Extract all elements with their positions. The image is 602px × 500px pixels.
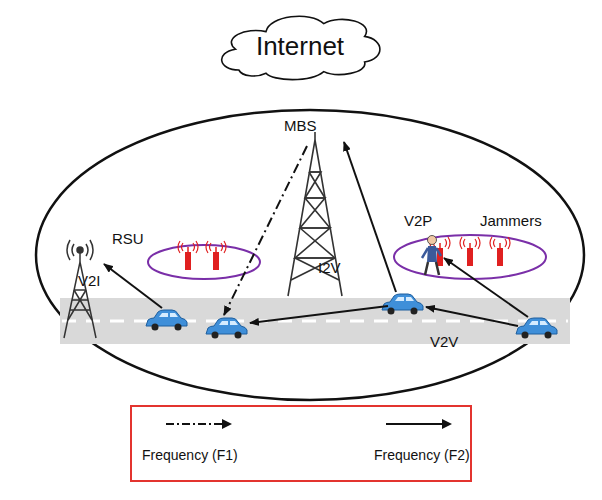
vehicles [146, 294, 557, 339]
network-label: RSU [112, 230, 144, 248]
pedestrian [422, 236, 441, 276]
legend-text: Frequency (F2) [374, 447, 470, 463]
cloud-text-group: Internet [215, 6, 385, 61]
legend-box: Frequency (F1) Frequency (F2) [130, 405, 472, 482]
network-label: V2I [78, 272, 101, 290]
jammer-group-right [394, 235, 546, 279]
solid-arrow-sample [384, 417, 454, 431]
mbs-tower [288, 132, 342, 296]
network-label: Jammers [480, 212, 542, 230]
dash-dot-arrow-sample [164, 417, 234, 431]
network-label: V2V [430, 333, 458, 351]
links [104, 142, 528, 326]
jammer-group-left [148, 241, 260, 279]
network-label: I2V [318, 259, 341, 277]
network-label: V2P [404, 212, 432, 230]
cloud-label: Internet [215, 31, 385, 61]
network-label: MBS [284, 117, 317, 135]
coverage-area [36, 110, 584, 400]
cloud-node: Internet [215, 6, 385, 86]
road [60, 298, 570, 344]
legend-text: Frequency (F1) [142, 447, 238, 463]
